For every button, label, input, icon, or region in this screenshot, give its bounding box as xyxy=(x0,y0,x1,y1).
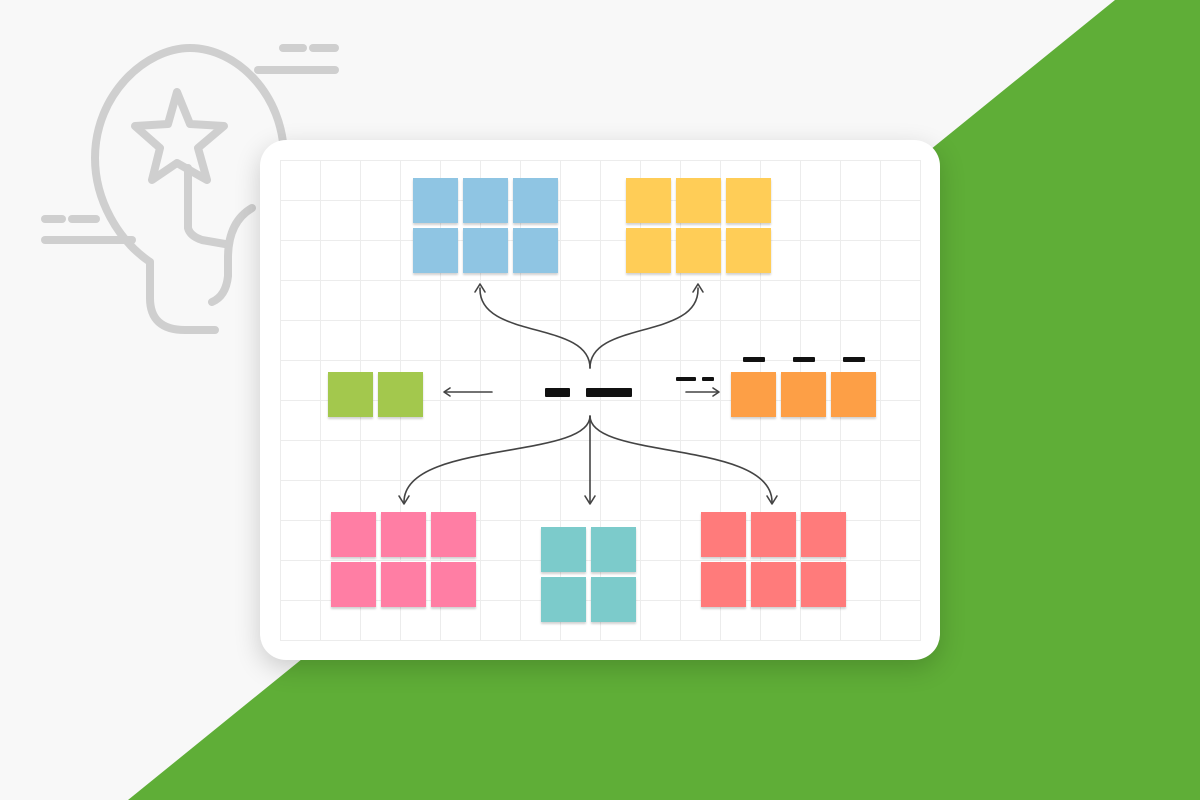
sticky-note-teal xyxy=(591,527,636,572)
sticky-note-orange xyxy=(831,372,876,417)
sticky-note-yellow xyxy=(726,228,771,273)
sticky-note-red xyxy=(801,562,846,607)
sticky-note-pink xyxy=(431,562,476,607)
cluster-blue xyxy=(413,178,558,273)
sticky-note-red xyxy=(801,512,846,557)
sticky-note-blue xyxy=(413,178,458,223)
arrowhead-blue xyxy=(474,283,486,293)
sticky-note-yellow xyxy=(726,178,771,223)
sticky-note-blue xyxy=(463,178,508,223)
sticky-note-blue xyxy=(463,228,508,273)
arrowhead-pink xyxy=(398,495,410,505)
sticky-note-pink xyxy=(331,512,376,557)
sticky-note-red xyxy=(701,562,746,607)
cluster-orange xyxy=(731,372,876,417)
sticky-note-blue xyxy=(513,178,558,223)
arrowhead-teal xyxy=(584,495,596,505)
connector-to-yellow xyxy=(589,287,699,369)
sticky-note-teal xyxy=(541,527,586,572)
orange-label-bar-2 xyxy=(793,357,815,362)
sticky-note-red xyxy=(701,512,746,557)
sticky-note-blue xyxy=(513,228,558,273)
arrowhead-yellow xyxy=(692,283,704,293)
sticky-note-green xyxy=(328,372,373,417)
connector-to-blue xyxy=(479,287,591,369)
sticky-note-pink xyxy=(431,512,476,557)
arrowhead-green xyxy=(443,387,451,397)
sticky-note-green xyxy=(378,372,423,417)
orange-connector-label-bar-1 xyxy=(676,377,696,381)
sticky-note-teal xyxy=(591,577,636,622)
sticky-note-teal xyxy=(541,577,586,622)
sticky-note-yellow xyxy=(676,178,721,223)
connector-to-pink xyxy=(403,415,591,503)
cluster-red xyxy=(701,512,846,607)
connector-lines xyxy=(398,283,778,505)
sticky-note-blue xyxy=(413,228,458,273)
orange-label-bar-1 xyxy=(743,357,765,362)
sticky-note-orange xyxy=(781,372,826,417)
sticky-note-yellow xyxy=(676,228,721,273)
sticky-note-pink xyxy=(381,512,426,557)
sticky-note-red xyxy=(751,562,796,607)
cluster-pink xyxy=(331,512,476,607)
cluster-green xyxy=(328,372,423,417)
cluster-teal xyxy=(541,527,636,622)
sticky-note-pink xyxy=(381,562,426,607)
central-topic-bar-long xyxy=(586,388,632,397)
sticky-note-yellow xyxy=(626,178,671,223)
sticky-note-red xyxy=(751,512,796,557)
connector-to-red xyxy=(589,415,773,503)
orange-label-bar-3 xyxy=(843,357,865,362)
orange-connector-label-bar-2 xyxy=(702,377,714,381)
arrowhead-orange xyxy=(712,387,720,397)
sticky-note-yellow xyxy=(626,228,671,273)
cluster-yellow xyxy=(626,178,771,273)
arrowhead-red xyxy=(766,495,778,505)
sticky-note-pink xyxy=(331,562,376,607)
whiteboard-card xyxy=(260,140,940,660)
sticky-note-orange xyxy=(731,372,776,417)
central-topic-bar-short xyxy=(545,388,570,397)
